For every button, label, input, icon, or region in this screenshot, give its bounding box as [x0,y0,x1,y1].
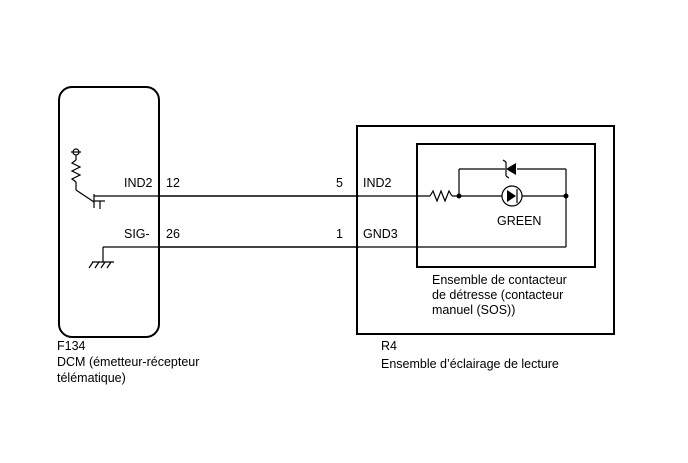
diode-icon [502,159,516,179]
r4-pin-label-ind2: IND2 [363,176,392,190]
hazard-switch-name-line1: Ensemble de contacteur [432,273,567,287]
r4-code: R4 [381,339,397,353]
dcm-name-line1: DCM (émetteur-récepteur [57,355,199,369]
dcm-pin-number-26: 26 [166,227,180,241]
dcm-pin-label-sig: SIG- [124,227,150,241]
green-led-icon [501,185,523,207]
led-circuit [359,159,569,248]
hazard-switch-name-line3: manuel (SOS)) [432,303,515,317]
ground-symbol [88,246,159,269]
reading-light-assembly-box [356,125,615,335]
pullup-resistor-icon [70,159,82,183]
led-resistor-icon [429,189,453,203]
dcm-pin-number-12: 12 [166,176,180,190]
dcm-code: F134 [57,339,86,353]
r4-name: Ensemble d’éclairage de lecture [381,357,559,371]
hazard-switch-name-line2: de détresse (contacteur [432,288,563,302]
r4-pin-number-5: 5 [336,176,343,190]
dcm-name-line2: télématique) [57,371,126,385]
r4-pin-number-1: 1 [336,227,343,241]
dcm-pin-label-ind2: IND2 [124,176,153,190]
hazard-switch-box [416,143,596,268]
r4-pin-label-gnd3: GND3 [363,227,398,241]
dcm-connector-box [58,86,160,338]
led-color-label: GREEN [497,214,541,228]
transistor-symbol [70,148,159,209]
